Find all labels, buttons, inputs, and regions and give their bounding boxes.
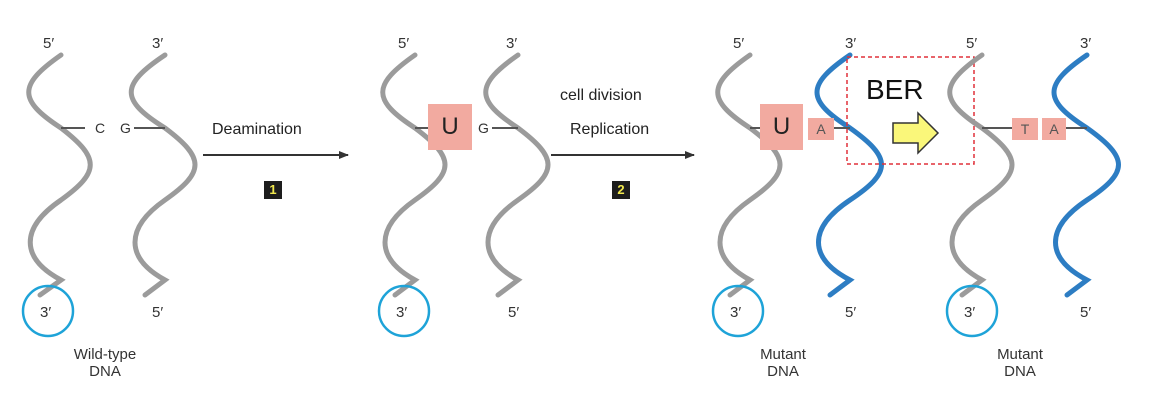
panel3-caption-line1: Mutant [760, 346, 806, 363]
step1-number-badge: 1 [264, 181, 282, 199]
panel3-left-top-end: 5′ [733, 35, 745, 52]
panel4-right-bottom-end: 5′ [1080, 304, 1092, 321]
ber-arrow-icon [892, 111, 940, 155]
panel3-right-strand [814, 52, 884, 298]
ber-label: BER [866, 74, 924, 105]
panel2-left-strand [380, 52, 448, 298]
panel3-right-top-end: 3′ [845, 35, 857, 52]
panel1-3prime-circle [21, 284, 75, 338]
panel4-caption-line1: Mutant [997, 346, 1043, 363]
panel3-caption-line2: DNA [767, 363, 799, 380]
panel4-right-top-end: 3′ [1080, 35, 1092, 52]
panel3-right-bottom-end: 5′ [845, 304, 857, 321]
panel1-caption: Wild-type DNA [50, 346, 160, 380]
panel1-base-left: C [95, 120, 106, 136]
panel3-left-bottom-end: 3′ [730, 304, 742, 321]
panel3-left-strand [715, 52, 783, 298]
panel2-base-right: G [478, 120, 489, 136]
panel1-right-bottom-end: 5′ [152, 304, 164, 321]
panel1-right-strand [128, 52, 198, 298]
panel4-caption-line2: DNA [1004, 363, 1036, 380]
panel2-right-top-end: 3′ [506, 35, 518, 52]
ber-box [846, 56, 975, 165]
panel4-left-bottom-end: 3′ [964, 304, 976, 321]
panel3-caption: Mutant DNA [728, 346, 838, 380]
panel1-right-top-end: 3′ [152, 35, 164, 52]
panel2-right-bottom-end: 5′ [508, 304, 520, 321]
panel2-right-strand [483, 52, 551, 298]
step2-label: Replication [570, 121, 650, 138]
panel4-left-strand [947, 52, 1015, 298]
panel4-caption: Mutant DNA [965, 346, 1075, 380]
step2-label-top: cell division [560, 87, 642, 104]
panel1-caption-line2: DNA [89, 363, 121, 380]
panel4-3prime-circle [945, 284, 999, 338]
panel3-base-left-box: U [760, 104, 803, 150]
panel3-3prime-circle [711, 284, 765, 338]
step1-label: Deamination [212, 121, 302, 138]
panel4-base-right-box: A [1042, 118, 1066, 140]
panel4-right-strand [1051, 52, 1121, 298]
panel2-base-left-box: U [428, 104, 472, 150]
step2-number-badge: 2 [612, 181, 630, 199]
panel1-left-top-end: 5′ [43, 35, 55, 52]
panel1-caption-line1: Wild-type [73, 346, 137, 363]
panel4-left-top-end: 5′ [966, 35, 978, 52]
panel4-base-left-box: T [1012, 118, 1038, 140]
panel1-base-right: G [120, 120, 131, 136]
panel1-left-bottom-end: 3′ [40, 304, 52, 321]
panel2-left-bottom-end: 3′ [396, 304, 408, 321]
panel2-3prime-circle [377, 284, 431, 338]
panel1-left-strand [26, 52, 93, 298]
panel2-left-top-end: 5′ [398, 35, 410, 52]
panel3-base-right-box: A [808, 118, 834, 140]
